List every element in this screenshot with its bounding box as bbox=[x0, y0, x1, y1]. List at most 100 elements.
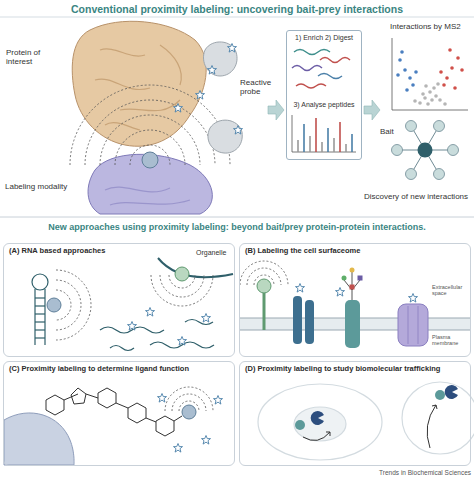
peptide-squiggles bbox=[296, 84, 326, 88]
probe-star bbox=[158, 394, 167, 403]
region-label: Extracellular space bbox=[432, 284, 470, 297]
surface-protein bbox=[408, 306, 409, 344]
surface-protein bbox=[358, 276, 363, 281]
surface-protein bbox=[305, 300, 314, 344]
volcano-plot bbox=[396, 50, 418, 92]
interaction-network bbox=[406, 169, 417, 180]
interaction-network bbox=[448, 145, 459, 156]
divider-line bbox=[0, 217, 474, 218]
volcano-plot bbox=[418, 101, 422, 105]
mass-spectrum bbox=[321, 142, 323, 152]
rna-strand bbox=[110, 346, 134, 351]
prey-protein bbox=[196, 91, 205, 100]
probe-star bbox=[296, 284, 305, 293]
volcano-plot bbox=[405, 88, 409, 92]
divider-line bbox=[0, 17, 474, 18]
volcano-plot bbox=[456, 56, 460, 60]
volcano-plot bbox=[439, 70, 443, 74]
part-label: Reactive probe bbox=[240, 78, 276, 96]
volcano-plot bbox=[392, 38, 468, 110]
surface-protein bbox=[342, 276, 347, 281]
panel-heading: (D) Proximity labeling to study biomolec… bbox=[245, 365, 465, 374]
rna-stem-loop bbox=[35, 313, 45, 314]
prey-protein bbox=[234, 126, 243, 135]
trafficking-protein bbox=[311, 411, 324, 425]
volcano-plot bbox=[453, 86, 457, 90]
peptide-squiggles bbox=[292, 66, 322, 71]
volcano-plot bbox=[421, 92, 425, 96]
rna-stem-loop bbox=[35, 337, 45, 338]
probe-star bbox=[146, 308, 155, 317]
probe-star bbox=[296, 284, 418, 303]
enzyme-circle bbox=[182, 405, 196, 419]
prey-protein bbox=[174, 42, 243, 153]
peptide-squiggles bbox=[292, 50, 350, 89]
journal-watermark: Trends in Biochemical Sciences bbox=[250, 469, 471, 476]
volcano-plot bbox=[408, 76, 412, 80]
panel-box: (D) Proximity labeling to study biomolec… bbox=[239, 361, 471, 466]
probe-star bbox=[202, 314, 211, 323]
ligand-structure bbox=[71, 388, 86, 404]
volcano-plot bbox=[430, 98, 434, 102]
probe-star bbox=[174, 444, 183, 453]
enzyme-circle bbox=[175, 267, 189, 281]
organelle-membrane bbox=[158, 258, 233, 277]
part-label: Labeling modality bbox=[5, 182, 85, 191]
ligand-structure bbox=[146, 418, 156, 422]
mass-spectrum bbox=[292, 115, 293, 152]
workflow-box: 1) Enrich 2) Digest3) Analyse peptides bbox=[286, 30, 362, 160]
prey-protein bbox=[208, 66, 217, 75]
flow-arrow bbox=[268, 100, 284, 120]
volcano-plot bbox=[413, 99, 417, 103]
prey-protein bbox=[208, 120, 242, 153]
part-label: Protein of interest bbox=[6, 48, 62, 66]
trafficking-protein bbox=[435, 390, 445, 400]
mass-spectrum bbox=[345, 144, 347, 152]
prey-protein bbox=[228, 44, 237, 53]
enzyme-circle bbox=[175, 267, 189, 281]
enzyme-circle bbox=[182, 405, 196, 419]
ligand-structure bbox=[174, 416, 182, 421]
surface-protein bbox=[398, 304, 428, 346]
section-heading: New approaches using proximity labeling:… bbox=[2, 222, 472, 232]
interaction-network bbox=[392, 121, 459, 180]
ligand-structure bbox=[46, 395, 64, 415]
volcano-plot bbox=[443, 102, 447, 106]
panel-box: (C) Proximity labeling to determine liga… bbox=[3, 361, 235, 466]
part-label: Interactions by MS2 bbox=[390, 22, 472, 31]
mass-spectrum bbox=[303, 124, 305, 152]
volcano-plot bbox=[400, 50, 404, 54]
peptide-squiggles bbox=[318, 74, 342, 79]
interaction-network bbox=[434, 169, 445, 180]
cell-outline bbox=[402, 382, 474, 454]
mass-spectrum bbox=[309, 136, 311, 152]
volcano-plot bbox=[450, 66, 454, 70]
volcano-plot bbox=[460, 68, 464, 72]
divider-line bbox=[0, 17, 474, 217]
surface-protein bbox=[264, 268, 428, 349]
surface-protein bbox=[293, 296, 302, 344]
protein-illustration bbox=[72, 21, 212, 214]
step-text: 1) Enrich 2) Digest bbox=[292, 34, 356, 42]
volcano-plot bbox=[445, 76, 449, 80]
protein-illustration bbox=[72, 21, 206, 146]
ligand-structure bbox=[98, 388, 116, 408]
mass-spectrum bbox=[351, 134, 353, 152]
probe-star bbox=[128, 308, 211, 346]
trafficking-arrow bbox=[432, 405, 437, 409]
probe-star bbox=[409, 294, 418, 303]
cell-outline bbox=[258, 382, 474, 460]
mass-spectrum bbox=[327, 128, 329, 152]
mass-spectrum bbox=[315, 118, 317, 152]
cell-outline bbox=[294, 407, 346, 441]
ligand-structure bbox=[46, 388, 182, 436]
trafficking-protein bbox=[295, 385, 458, 430]
volcano-plot bbox=[392, 38, 468, 110]
trafficking-protein bbox=[295, 420, 305, 430]
volcano-plot bbox=[448, 48, 452, 52]
region-label: Plasma membrane bbox=[432, 334, 470, 347]
rna-stem-loop bbox=[32, 274, 48, 345]
volcano-plot bbox=[439, 48, 464, 90]
trafficking-arrow bbox=[427, 405, 436, 448]
